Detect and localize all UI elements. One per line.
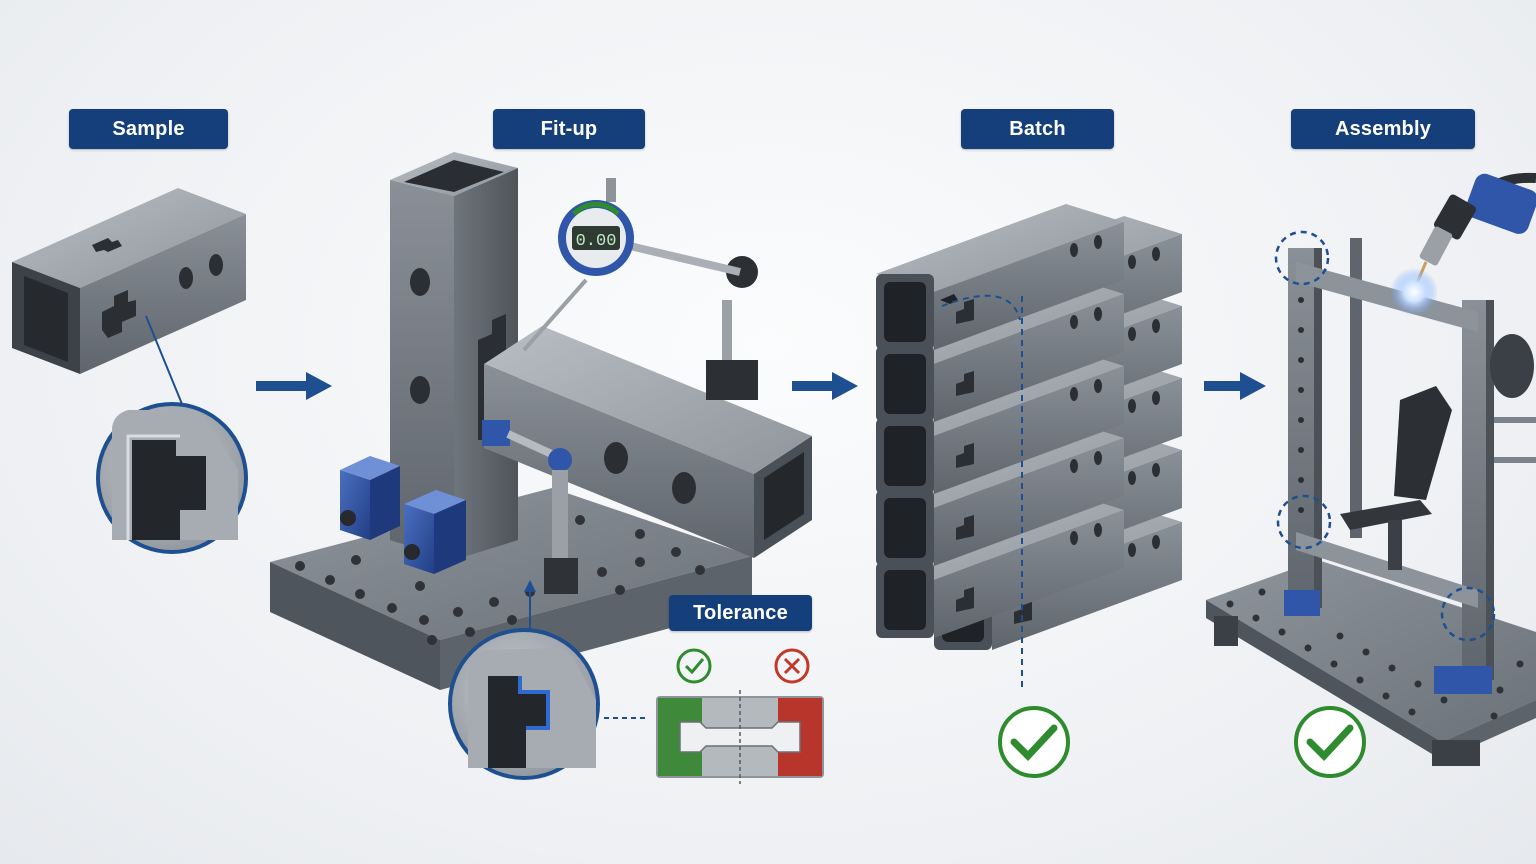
fitup-detail-magnifier (450, 630, 598, 778)
flow-arrow (1204, 372, 1266, 400)
welding-torch-icon (1390, 171, 1536, 316)
bench (1340, 334, 1536, 570)
stage-label-fitup: Fit-up (493, 109, 645, 149)
flow-arrow (256, 372, 332, 400)
tolerance-fail-icon (776, 650, 808, 682)
stage-label-batch: Batch (961, 109, 1114, 149)
flow-arrow (792, 372, 858, 400)
tolerance-label: Tolerance (669, 595, 812, 631)
stage-label-sample: Sample (69, 109, 228, 149)
hole (604, 442, 628, 474)
stage-label-assembly: Assembly (1291, 109, 1475, 149)
assembly-check-icon (1296, 708, 1364, 776)
hole (672, 472, 696, 504)
batch-check-icon (1000, 708, 1068, 776)
hole (179, 267, 193, 289)
sample-detail-magnifier (98, 404, 246, 552)
hole (410, 376, 430, 404)
hole (209, 254, 223, 276)
tolerance-pass-icon (678, 650, 710, 682)
hole (410, 268, 430, 296)
fixture-clamp-block (340, 456, 400, 540)
tolerance-gauge-block (656, 690, 824, 784)
batch-stack (876, 204, 1182, 650)
fixture-clamp-block (404, 490, 466, 574)
gauge-readout: 0.00 (576, 232, 617, 251)
weld-spark (1390, 268, 1438, 316)
sample-tube (12, 188, 246, 374)
